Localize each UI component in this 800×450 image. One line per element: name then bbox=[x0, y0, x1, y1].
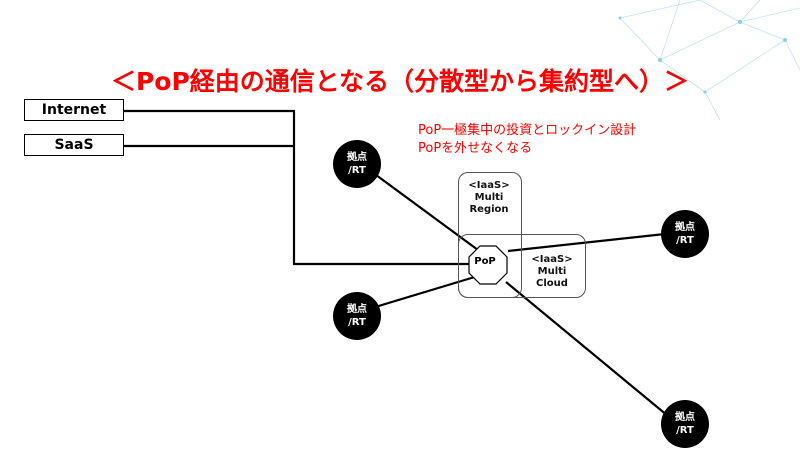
node-sublabel: /RT bbox=[348, 317, 366, 328]
internet-link bbox=[122, 109, 470, 266]
site-node-top-left: 拠点 /RT bbox=[333, 140, 381, 188]
node-sublabel: /RT bbox=[676, 425, 694, 436]
iaas-multi-cloud-box bbox=[458, 234, 586, 298]
iaas-cloud-line-2: Multi bbox=[537, 266, 567, 277]
iaas-cloud-line-3: Cloud bbox=[536, 278, 568, 289]
decorative-network-graphic bbox=[619, 0, 800, 121]
decorative-network-dots bbox=[618, 16, 787, 94]
node-label: 拠点 bbox=[675, 222, 695, 233]
site-node-bottom-right: 拠点 /RT bbox=[661, 400, 709, 448]
note-line-1: PoP一極集中の投資とロックイン設計 bbox=[418, 123, 637, 138]
pop-lockin-note: PoP一極集中の投資とロックイン設計 PoPを外せなくなる bbox=[418, 122, 636, 158]
link-bottom-right-node bbox=[505, 281, 669, 417]
node-label: 拠点 bbox=[675, 412, 695, 423]
link-right-node bbox=[507, 232, 666, 253]
internet-box: Internet bbox=[24, 99, 124, 121]
node-label: 拠点 bbox=[347, 152, 367, 163]
iaas-region-line-3: Region bbox=[469, 204, 509, 215]
iaas-region-line-1: <IaaS> bbox=[468, 180, 510, 191]
link-bottom-left-node bbox=[371, 274, 479, 310]
node-label: 拠点 bbox=[347, 304, 367, 315]
iaas-cloud-line-1: <IaaS> bbox=[531, 254, 573, 265]
pop-octagon bbox=[468, 245, 508, 285]
saas-box: SaaS bbox=[24, 134, 124, 156]
note-line-2: PoPを外せなくなる bbox=[418, 141, 533, 156]
node-sublabel: /RT bbox=[676, 235, 694, 246]
site-node-bottom-left: 拠点 /RT bbox=[333, 292, 381, 340]
node-sublabel: /RT bbox=[348, 165, 366, 176]
pop-label: PoP bbox=[474, 256, 496, 267]
iaas-multi-cloud-label: <IaaS> Multi Cloud bbox=[520, 254, 584, 290]
iaas-multi-region-label: <IaaS> Multi Region bbox=[458, 180, 520, 216]
page-title: ＜PoP経由の通信となる（分散型から集約型へ）＞ bbox=[110, 67, 690, 96]
site-node-right: 拠点 /RT bbox=[661, 210, 709, 258]
iaas-region-line-2: Multi bbox=[474, 192, 504, 203]
